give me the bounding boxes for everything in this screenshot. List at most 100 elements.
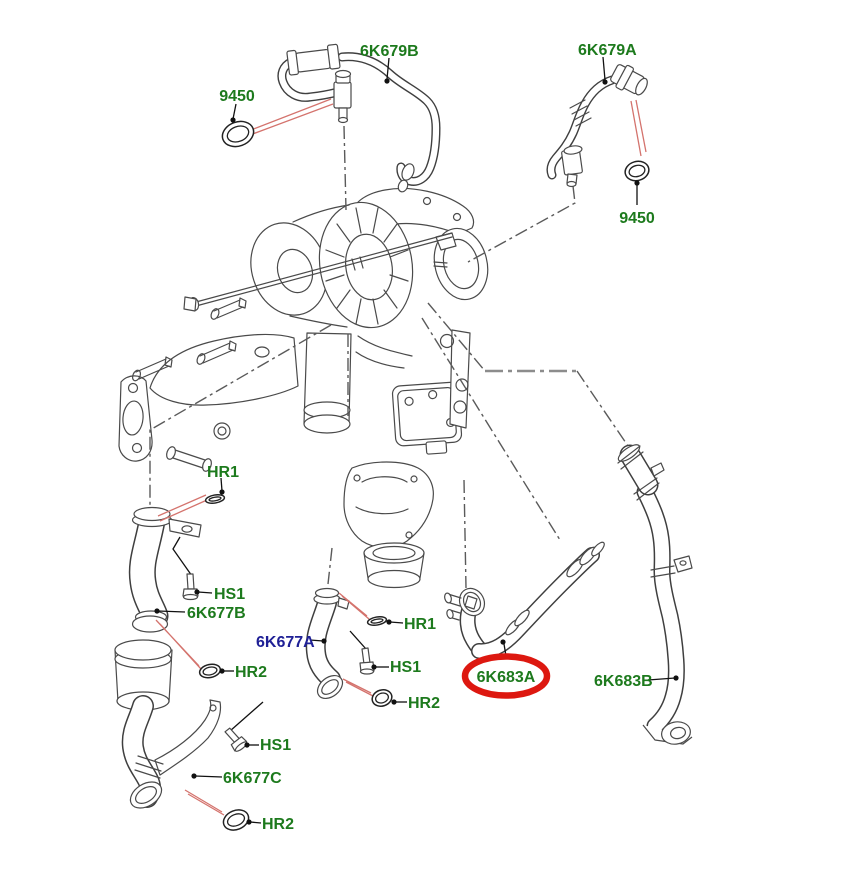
diagram-linework [446, 608, 454, 620]
diagram-linework [571, 105, 588, 115]
centerline-to-6k683a-hose [421, 317, 561, 541]
red-leader-hr2-middle [342, 678, 374, 697]
part-label-hr2-left: HR2 [235, 664, 267, 681]
rod-end-head [183, 296, 197, 312]
diagram-linework [547, 76, 616, 179]
diagram-linework [164, 356, 173, 368]
engine-turbo-assembly [118, 187, 489, 589]
pipe-bell [129, 781, 163, 809]
diagram-linework [202, 458, 212, 472]
tee-fitting [333, 69, 352, 124]
part-label-6k683a: 6K683A [477, 669, 536, 686]
diagram-linework [615, 64, 634, 91]
diagram-linework [219, 668, 225, 674]
manifold-body [149, 333, 299, 406]
downpipe-mouth [303, 414, 351, 434]
part-label-9450-top-right: 9450 [619, 210, 655, 227]
diagram-linework [336, 289, 351, 309]
o-ring-hr2-left [198, 663, 222, 679]
diagram-linework [202, 666, 218, 676]
bolt-hs1-middle [349, 630, 375, 675]
red-leader-hr1-left [157, 494, 208, 522]
sensor-slot [464, 595, 478, 610]
diagram-linework [355, 207, 362, 234]
lower-connector [561, 145, 583, 188]
actuator-rod [433, 261, 448, 268]
turbine-outlet-lines [355, 335, 413, 369]
diagram-linework [404, 396, 414, 406]
diagram-linework [338, 53, 440, 185]
centerline-engine-to-6k677a [327, 334, 349, 585]
diagram-linework [602, 56, 606, 81]
diagram-linework [210, 308, 220, 320]
diagram-linework [383, 223, 398, 243]
connector-band [617, 445, 644, 470]
diagram-linework [425, 440, 448, 455]
diagram-linework [238, 297, 247, 309]
diagram-linework [191, 773, 197, 779]
diagram-linework [244, 742, 250, 748]
diagram-linework [389, 274, 409, 282]
diagram-linework [410, 475, 418, 483]
diagram-linework [135, 358, 170, 380]
side-fitting [169, 448, 209, 470]
diagram-linework [389, 249, 409, 258]
diagram-linework [370, 618, 384, 624]
diagram-linework [321, 638, 327, 644]
red-leader-lines [155, 98, 647, 816]
bracket-hole [455, 378, 469, 392]
housing-detail [355, 476, 409, 515]
diagram-linework [219, 489, 225, 495]
diagram-linework [372, 207, 379, 234]
diagram-linework [679, 560, 687, 566]
diagram-linework [359, 668, 375, 675]
clamp-hr1-left [204, 493, 226, 505]
mid-collar [650, 565, 676, 578]
diagram-linework [634, 180, 640, 186]
small-parts [172, 120, 650, 831]
long-stud-rod [195, 232, 453, 307]
hose-6k679a [546, 64, 648, 188]
diagram-linework [673, 675, 679, 681]
diagram-linework [286, 49, 299, 76]
centerline-to-6k683b-1 [427, 302, 486, 372]
diagram-linework [573, 111, 590, 121]
part-label-9450-top-left: 9450 [219, 88, 255, 105]
pipe-bell-inner [135, 786, 157, 804]
part-label-6k679a: 6K679A [578, 42, 637, 59]
diagram-linework [234, 741, 248, 752]
bolt-hs1-left [172, 536, 199, 601]
diagram-linework [232, 103, 237, 120]
diagram-linework [186, 573, 195, 590]
part-label-hr1-left: HR1 [207, 464, 239, 481]
diagram-linework [386, 619, 392, 625]
end-cap [591, 541, 605, 557]
diagram-linework [334, 69, 352, 79]
centerline-engine-to-6k677b [149, 324, 332, 505]
volute-ribs [325, 207, 409, 325]
diagram-linework [374, 692, 390, 704]
diagram-linework [130, 509, 167, 628]
diagram-linework [325, 249, 345, 258]
diagram-linework [389, 621, 404, 624]
diagram-linework [569, 99, 586, 109]
centerline-tee-to-engine [343, 125, 347, 211]
highlight-ellipse-6k683a [461, 653, 551, 699]
diagram-linework [566, 180, 577, 188]
manifold-studs [131, 297, 247, 382]
diagram-linework [337, 116, 349, 124]
diagram-linework [208, 496, 222, 502]
part-label-6k679b: 6K679B [360, 43, 419, 60]
diagram-linework [230, 117, 236, 123]
diagram-linework [326, 43, 341, 70]
connector-band [633, 477, 660, 501]
pipe-6k677a [305, 587, 350, 700]
diagram-linework [363, 552, 425, 579]
diagram-linework [563, 145, 583, 155]
diagram-linework [224, 727, 248, 752]
diagram-linework [131, 369, 142, 382]
manifold-port [254, 346, 270, 358]
wastegate-actuator [433, 227, 489, 301]
diagram-linework [172, 536, 193, 577]
part-label-hr2-bottom: HR2 [262, 816, 294, 833]
